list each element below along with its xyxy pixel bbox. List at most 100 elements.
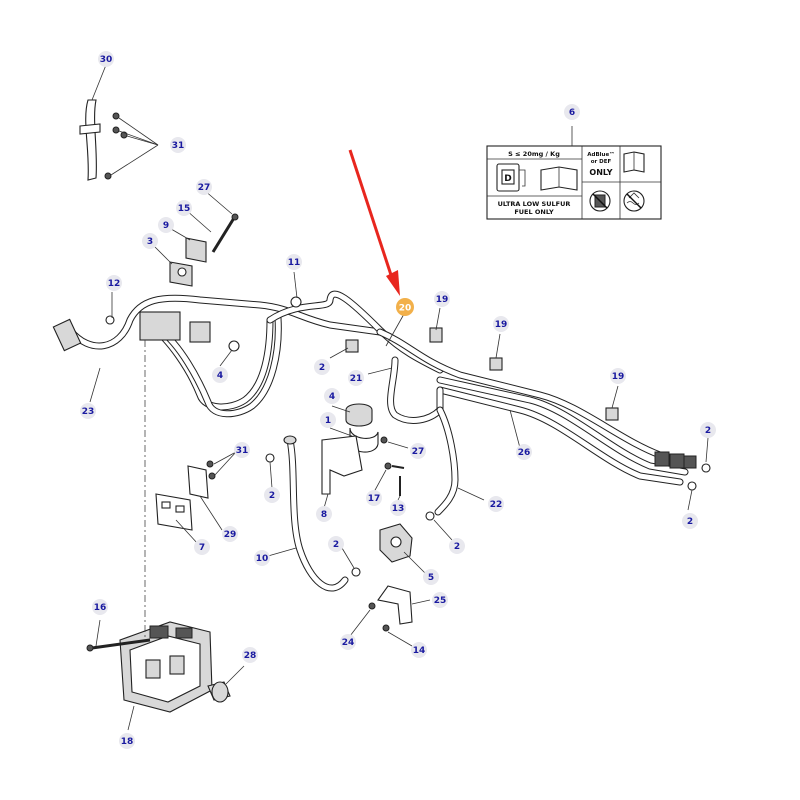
svg-text:9: 9 [163,221,169,231]
svg-text:23: 23 [82,407,95,417]
callout-10[interactable]: 10 [254,550,270,566]
svg-text:22: 22 [490,500,503,510]
manual-book-icon [540,166,578,191]
callout-26[interactable]: 26 [516,444,532,460]
callout-labels: 30 31 27 15 9 3 11 12 4 23 2 21 19 19 19… [80,51,716,749]
callout-2[interactable]: 2 [328,536,344,552]
callout-16[interactable]: 16 [92,599,108,615]
svg-text:16: 16 [94,603,107,613]
svg-text:27: 27 [412,447,425,457]
svg-text:1: 1 [325,416,331,426]
callout-3[interactable]: 3 [142,233,158,249]
callout-5[interactable]: 5 [423,569,439,585]
center-bracket-assembly [265,403,409,509]
decal-fuel-type-line1: ULTRA LOW SULFUR [498,200,571,208]
svg-text:7: 7 [199,543,205,553]
fuel-hose-harness [66,290,694,516]
callout-28[interactable]: 28 [242,647,258,663]
decal-adblue: AdBlue™ [587,151,614,158]
callout-19[interactable]: 19 [434,291,450,307]
callout-22[interactable]: 22 [488,496,504,512]
callout-27[interactable]: 27 [410,443,426,459]
callout-1[interactable]: 1 [320,412,336,428]
callout-19[interactable]: 19 [493,316,509,332]
callout-15[interactable]: 15 [176,200,192,216]
svg-text:2: 2 [705,426,711,436]
callout-2[interactable]: 2 [314,359,330,375]
svg-text:2: 2 [454,542,460,552]
callout-25[interactable]: 25 [432,592,448,608]
svg-text:19: 19 [612,372,625,382]
svg-text:10: 10 [256,554,269,564]
svg-text:2: 2 [333,540,339,550]
bracket-part-30 [79,64,159,181]
svg-text:4: 4 [329,392,335,402]
callout-12[interactable]: 12 [106,275,122,291]
decal-def: or DEF [591,159,612,165]
svg-text:2: 2 [687,517,693,527]
svg-text:29: 29 [224,530,237,540]
clamp-assembly-3-9-15 [149,189,239,287]
svg-text:30: 30 [100,55,113,65]
callout-13[interactable]: 13 [390,500,406,516]
svg-text:19: 19 [495,320,508,330]
svg-text:11: 11 [288,258,301,268]
svg-text:26: 26 [518,448,531,458]
pump-letter: D [504,174,511,184]
callout-14[interactable]: 14 [411,642,427,658]
fuel-pump-icon: D [496,163,526,192]
callout-9[interactable]: 9 [158,217,174,233]
callout-23[interactable]: 23 [80,403,96,419]
fuel-pump-assembly-18 [86,619,245,731]
callout-11[interactable]: 11 [286,254,302,270]
hose-connectors [52,296,711,491]
plate-assembly-29-7 [155,451,237,545]
decal-sulfur-limit: S ≤ 20mg / Kg [508,150,560,158]
svg-text:4: 4 [217,371,223,381]
svg-text:14: 14 [413,646,426,656]
svg-text:21: 21 [350,374,363,384]
svg-text:6: 6 [569,108,575,118]
svg-text:2: 2 [269,491,275,501]
callout-27[interactable]: 27 [196,179,212,195]
callout-24[interactable]: 24 [340,634,356,650]
svg-text:8: 8 [321,510,327,520]
callout-29[interactable]: 29 [222,526,238,542]
callout-4[interactable]: 4 [324,388,340,404]
svg-text:25: 25 [434,596,447,606]
svg-text:18: 18 [121,737,134,747]
callout-2[interactable]: 2 [264,487,280,503]
svg-text:31: 31 [172,141,185,151]
highlight-callout-20[interactable]: 20 [396,298,414,316]
callout-31[interactable]: 31 [170,137,186,153]
callout-2[interactable]: 2 [682,513,698,529]
svg-text:24: 24 [342,638,355,648]
highlight-callout-number: 20 [399,304,412,314]
callout-18[interactable]: 18 [119,733,135,749]
callout-21[interactable]: 21 [348,370,364,386]
no-water-icon [623,190,645,212]
callout-4[interactable]: 4 [212,367,228,383]
svg-text:27: 27 [198,183,211,193]
manual-book-icon-small [623,151,645,173]
callout-6[interactable]: 6 [564,104,580,120]
callout-17[interactable]: 17 [366,490,382,506]
svg-text:2: 2 [319,363,325,373]
callout-8[interactable]: 8 [316,506,332,522]
callout-31[interactable]: 31 [234,442,250,458]
pointer-arrow [348,149,400,296]
svg-text:19: 19 [436,295,449,305]
svg-text:17: 17 [368,494,381,504]
svg-text:5: 5 [428,573,434,583]
decal-fuel-type-line2: FUEL ONLY [514,208,554,216]
callout-2[interactable]: 2 [700,422,716,438]
callout-2[interactable]: 2 [449,538,465,554]
svg-text:15: 15 [178,204,191,214]
callout-30[interactable]: 30 [98,51,114,67]
callout-19[interactable]: 19 [610,368,626,384]
decal-only: ONLY [589,168,612,177]
svg-text:3: 3 [147,237,153,247]
svg-text:12: 12 [108,279,121,289]
callout-7[interactable]: 7 [194,539,210,555]
